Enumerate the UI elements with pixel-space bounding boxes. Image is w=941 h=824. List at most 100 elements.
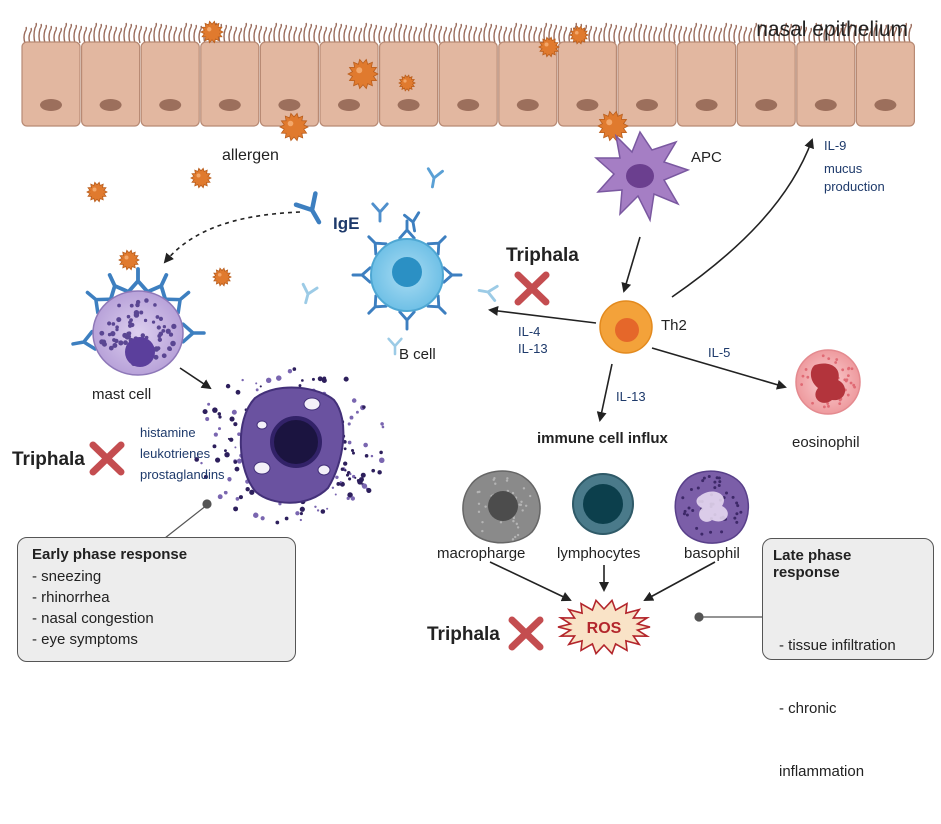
early-phase-item: - nasal congestion bbox=[32, 610, 154, 627]
granule bbox=[129, 318, 133, 322]
cilium bbox=[798, 25, 803, 44]
cilium bbox=[668, 23, 673, 44]
mast-cell-granules bbox=[99, 298, 177, 366]
immune-cell-influx-label: immune cell influx bbox=[537, 430, 669, 447]
epithelial-cell bbox=[259, 41, 319, 127]
degranulating-mast-cell bbox=[194, 367, 385, 525]
macrophage-to-ros-arrow bbox=[489, 561, 572, 602]
allergen-spikes bbox=[597, 110, 629, 142]
antibody bbox=[367, 294, 388, 315]
macrophage-dot bbox=[506, 489, 510, 493]
released-granule bbox=[235, 497, 240, 501]
mediator-leukotrienes: leukotrienes bbox=[140, 446, 211, 461]
cilium bbox=[853, 24, 858, 44]
cilium bbox=[523, 24, 528, 44]
released-granule bbox=[202, 409, 208, 415]
macrophage-dot bbox=[528, 494, 532, 498]
antibody bbox=[426, 294, 447, 315]
epithelial-nucleus bbox=[338, 99, 360, 111]
cilium bbox=[843, 22, 848, 44]
cilium bbox=[648, 25, 653, 44]
released-granule bbox=[265, 377, 272, 384]
triphala-inhibition-cross-top bbox=[514, 271, 550, 306]
cilium bbox=[273, 22, 278, 44]
cilium bbox=[673, 24, 678, 44]
released-granule bbox=[233, 506, 239, 512]
cilium bbox=[788, 23, 793, 44]
cilium bbox=[448, 27, 453, 44]
basophil-granule bbox=[731, 495, 735, 499]
released-granule bbox=[205, 417, 210, 422]
granule bbox=[153, 303, 157, 307]
released-granule bbox=[348, 477, 352, 481]
cilium bbox=[738, 25, 743, 44]
macrophage-dot bbox=[513, 535, 517, 539]
early-phase-item: - rhinorrhea bbox=[32, 589, 110, 606]
cilium bbox=[258, 25, 263, 44]
antibody-arms bbox=[165, 290, 191, 315]
antibody bbox=[426, 235, 447, 256]
released-granule bbox=[284, 516, 289, 521]
th2-cell bbox=[599, 300, 653, 354]
cilium bbox=[328, 27, 333, 44]
granule bbox=[125, 333, 132, 340]
cilium bbox=[743, 26, 748, 44]
macrophage-dot bbox=[481, 520, 484, 524]
cilium bbox=[453, 22, 458, 44]
antibody-arms bbox=[426, 167, 444, 189]
allergen-spikes bbox=[347, 58, 379, 90]
released-granule bbox=[336, 482, 341, 486]
macrophage-dot bbox=[477, 502, 481, 505]
cilium bbox=[708, 25, 713, 44]
released-granule bbox=[194, 457, 200, 462]
basophil-granule bbox=[735, 520, 739, 524]
cilium bbox=[128, 23, 133, 44]
apc-cell bbox=[594, 130, 691, 223]
cilium bbox=[473, 26, 478, 44]
cilium bbox=[223, 24, 228, 44]
released-granule bbox=[317, 376, 323, 382]
macrophage-dot bbox=[505, 479, 509, 482]
epithelial-nucleus bbox=[576, 99, 599, 111]
cilium bbox=[323, 26, 328, 44]
epithelial-cell bbox=[796, 41, 856, 127]
basophil-granule bbox=[701, 479, 705, 483]
released-granule bbox=[299, 506, 305, 512]
cilium bbox=[238, 27, 243, 44]
cilium bbox=[288, 25, 293, 44]
granule bbox=[168, 347, 172, 352]
cilium bbox=[518, 23, 523, 44]
cilium bbox=[828, 25, 833, 44]
cilium bbox=[303, 22, 308, 44]
cilium bbox=[388, 27, 393, 44]
epithelial-cell bbox=[736, 41, 796, 127]
epithelium-label: nasal epithelium bbox=[756, 18, 908, 41]
apc-to-th2-arrow bbox=[621, 236, 641, 293]
cilium bbox=[803, 26, 808, 44]
cilium bbox=[178, 27, 183, 44]
cilium bbox=[118, 27, 123, 44]
macrophage-dot bbox=[518, 503, 521, 506]
ros-label: ROS bbox=[587, 620, 622, 637]
released-granule bbox=[344, 469, 347, 472]
macrophage-dot bbox=[499, 521, 503, 524]
epithelial-cell bbox=[855, 41, 916, 127]
eosinophil-granule bbox=[849, 381, 853, 385]
released-granule bbox=[311, 377, 315, 381]
allergen-spikes bbox=[86, 181, 108, 203]
allergen-particle bbox=[569, 25, 589, 45]
macrophage-dot bbox=[476, 490, 480, 494]
antibody-arms bbox=[146, 273, 169, 302]
eosinophil-granule bbox=[806, 375, 810, 379]
allergen-highlight bbox=[544, 42, 549, 47]
cilium bbox=[188, 23, 193, 44]
cilium bbox=[528, 25, 533, 44]
released-granule bbox=[347, 492, 353, 498]
released-granule bbox=[213, 432, 218, 437]
antibody bbox=[387, 337, 403, 356]
cilium bbox=[643, 24, 648, 44]
cilium bbox=[73, 24, 78, 44]
cilium bbox=[353, 26, 358, 44]
cilium bbox=[728, 23, 733, 44]
released-granule bbox=[358, 477, 364, 483]
